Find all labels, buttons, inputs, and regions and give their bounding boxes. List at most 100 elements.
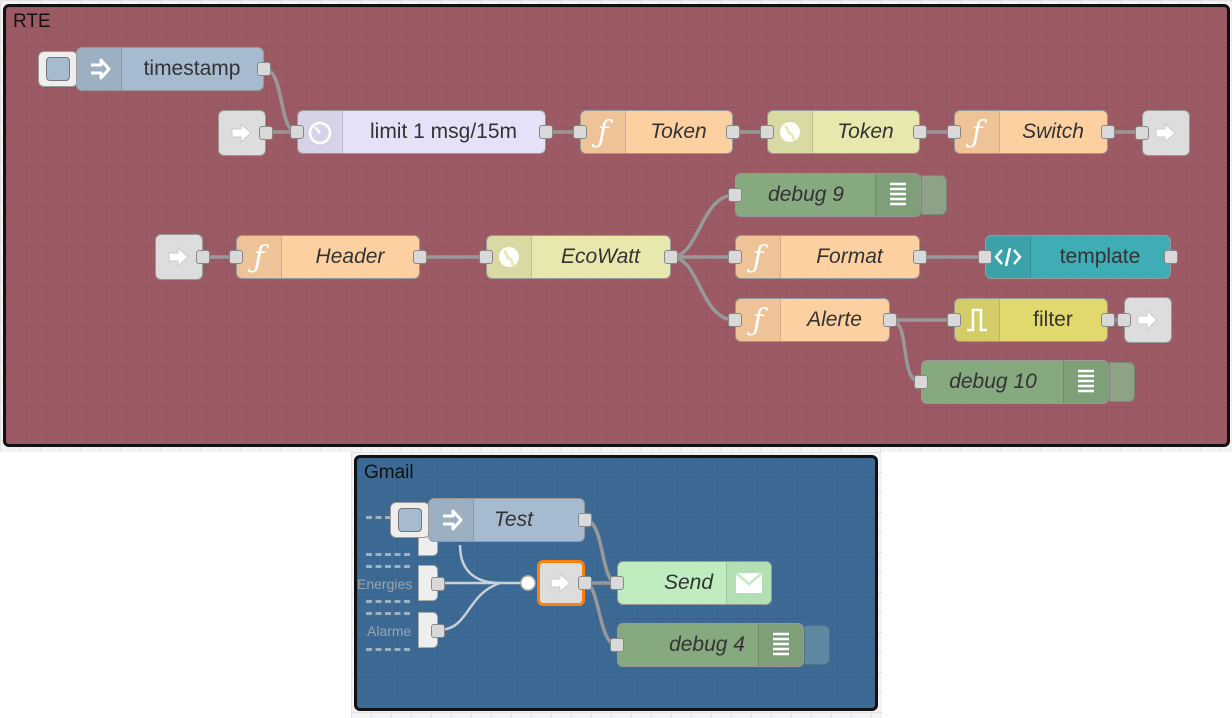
link-in-node[interactable] [155, 234, 210, 280]
node-label: Alerte [807, 308, 862, 331]
output-port[interactable] [913, 250, 927, 264]
input-port[interactable] [947, 313, 961, 327]
node-label: template [1059, 245, 1141, 268]
globe-icon [768, 111, 813, 153]
http-request-node-token[interactable]: Token [760, 110, 927, 154]
link-port[interactable] [431, 624, 445, 638]
link-label-alarme: Alarme [367, 623, 412, 639]
inject-button-face [46, 57, 70, 81]
email-node-send[interactable]: Send [610, 561, 772, 605]
link-wire-dashed [366, 600, 410, 603]
code-icon [986, 236, 1031, 278]
link-out-node[interactable] [1135, 110, 1190, 156]
function-icon: ƒ [736, 299, 781, 341]
inject-button[interactable] [38, 51, 78, 87]
output-port[interactable] [1101, 313, 1115, 327]
node-label: Header [315, 245, 385, 268]
function-node-header[interactable]: ƒ Header [229, 235, 427, 279]
output-port[interactable] [196, 250, 210, 264]
function-node-token[interactable]: ƒ Token [573, 110, 740, 154]
delay-node-limit[interactable]: limit 1 msg/15m [290, 110, 553, 154]
function-icon: ƒ [237, 236, 282, 278]
inject-node-test[interactable]: Test [428, 498, 592, 542]
link-port[interactable] [431, 577, 445, 591]
filter-node[interactable]: filter [947, 298, 1115, 342]
debug-icon [1063, 361, 1108, 403]
debug-icon [758, 624, 803, 666]
debug-node-debug-10[interactable]: debug 10 [914, 360, 1109, 404]
node-label: Token [837, 120, 894, 143]
output-port[interactable] [257, 62, 271, 76]
function-node-format[interactable]: ƒ Format [728, 235, 927, 279]
output-port[interactable] [726, 125, 740, 139]
input-port[interactable] [573, 125, 587, 139]
node-label: debug 9 [768, 183, 844, 206]
link-wire-dashed [366, 553, 410, 556]
node-label: filter [1033, 308, 1073, 331]
link-wire-dashed [366, 648, 410, 651]
link-in-node-selected[interactable] [537, 560, 592, 606]
input-port[interactable] [728, 250, 742, 264]
function-node-switch[interactable]: ƒ Switch [947, 110, 1115, 154]
group-label: Gmail [364, 462, 414, 483]
function-icon: ƒ [581, 111, 626, 153]
node-label: limit 1 msg/15m [369, 120, 518, 143]
input-port[interactable] [610, 576, 624, 590]
output-port[interactable] [259, 126, 273, 140]
inject-button-face [398, 508, 422, 532]
arrow-right-icon [429, 499, 474, 541]
input-port[interactable] [1135, 126, 1149, 140]
output-port[interactable] [578, 576, 592, 590]
input-port[interactable] [479, 250, 493, 264]
debug-toggle[interactable] [804, 625, 830, 665]
link-in-icon [166, 245, 192, 269]
link-out-node[interactable] [1117, 297, 1172, 343]
output-port[interactable] [883, 313, 897, 327]
arrow-right-icon [77, 48, 122, 90]
debug-node-debug-9[interactable]: debug 9 [728, 173, 921, 217]
output-port[interactable] [539, 125, 553, 139]
output-port[interactable] [578, 513, 592, 527]
input-port[interactable] [610, 638, 624, 652]
link-in-node[interactable] [218, 110, 273, 156]
timer-icon [298, 111, 343, 153]
node-label: Test [494, 508, 533, 531]
debug-toggle[interactable] [921, 175, 947, 215]
template-node[interactable]: template [978, 235, 1178, 279]
function-node-alerte[interactable]: ƒ Alerte [728, 298, 897, 342]
input-port[interactable] [229, 250, 243, 264]
output-port[interactable] [1101, 125, 1115, 139]
envelope-icon [726, 562, 771, 604]
debug-node-debug-4[interactable]: debug 4 [610, 623, 804, 667]
inject-button[interactable] [390, 502, 430, 538]
link-out-icon [1153, 121, 1179, 145]
node-label: timestamp [143, 57, 241, 80]
node-label: Format [816, 245, 883, 268]
input-port[interactable] [947, 125, 961, 139]
output-port[interactable] [664, 250, 678, 264]
input-port[interactable] [290, 125, 304, 139]
input-port[interactable] [728, 188, 742, 202]
output-port[interactable] [413, 250, 427, 264]
output-port[interactable] [1164, 250, 1178, 264]
output-port[interactable] [913, 125, 927, 139]
link-in-icon [229, 121, 255, 145]
node-label: debug 10 [949, 370, 1037, 393]
globe-icon [487, 236, 532, 278]
node-label: Switch [1022, 120, 1084, 143]
function-icon: ƒ [955, 111, 1000, 153]
link-wire-dashed [366, 516, 410, 519]
node-label: Token [650, 120, 707, 143]
link-in-icon [548, 571, 574, 595]
node-label: EcoWatt [561, 245, 640, 268]
link-out-icon [1135, 308, 1161, 332]
inject-node-timestamp[interactable]: timestamp [76, 47, 271, 91]
input-port[interactable] [728, 313, 742, 327]
input-port[interactable] [1117, 313, 1131, 327]
input-port[interactable] [914, 375, 928, 389]
function-icon: ƒ [736, 236, 781, 278]
input-port[interactable] [760, 125, 774, 139]
http-request-node-ecowatt[interactable]: EcoWatt [479, 235, 678, 279]
input-port[interactable] [978, 250, 992, 264]
debug-toggle[interactable] [1109, 362, 1135, 402]
